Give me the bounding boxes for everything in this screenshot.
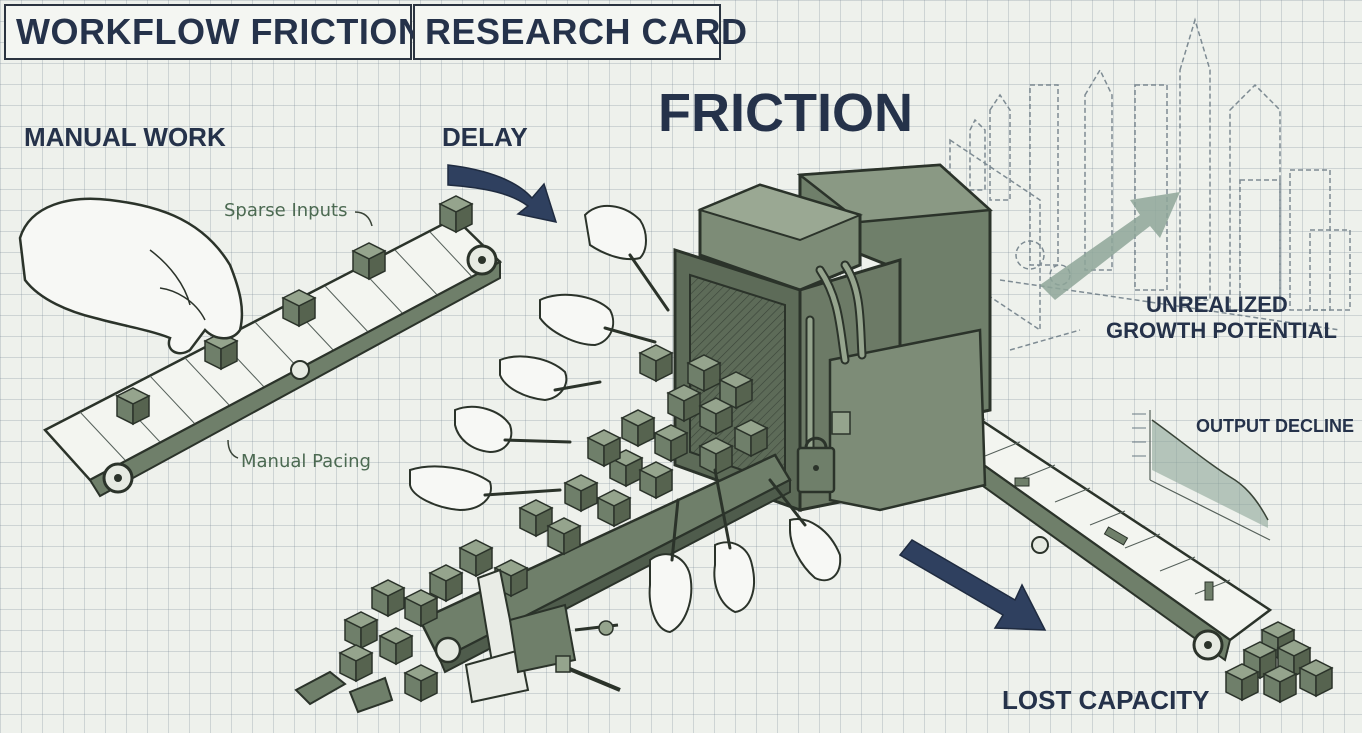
delay-arrow [447, 164, 558, 223]
sparse-inputs-note: Sparse Inputs [224, 200, 348, 221]
manual-pacing-leader [227, 439, 239, 459]
title-workflow-friction: WORKFLOW FRICTION [4, 4, 424, 60]
manual-work-label: MANUAL WORK [24, 122, 226, 152]
faded-cityscape [949, 17, 1351, 351]
tool-hands [409, 204, 842, 634]
growth-arrow [1040, 192, 1180, 300]
lost-capacity-label: LOST CAPACITY [1002, 685, 1210, 715]
output-decline-label: OUTPUT DECLINE [1196, 416, 1355, 436]
unrealized-label-line2: GROWTH POTENTIAL [1106, 318, 1337, 343]
hand-icon [18, 197, 244, 355]
manual-pacing-note: Manual Pacing [241, 451, 371, 472]
padlock-icon [796, 436, 836, 494]
delay-label: DELAY [442, 122, 528, 152]
sparse-inputs-leader [354, 211, 373, 227]
left-conveyor [42, 195, 503, 498]
friction-heading: FRICTION [658, 83, 913, 143]
unrealized-label-line1: UNREALIZED [1146, 292, 1288, 317]
output-decline-chart [1132, 410, 1271, 541]
title-research-card: RESEARCH CARD [413, 4, 747, 60]
lost-capacity-arrow [898, 539, 1047, 631]
debris-pile [294, 564, 621, 714]
tools [483, 253, 807, 562]
